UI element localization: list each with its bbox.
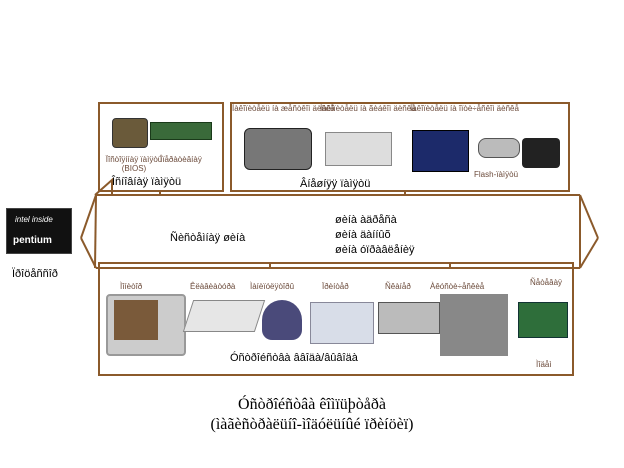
printer-image [310,302,374,344]
intel-logo: intel inside [15,215,53,224]
external-memory-box [230,102,570,192]
data-bus-label: øèíà äàííûõ [335,229,391,241]
bios-chip-image [112,118,148,148]
joystick-image [262,300,302,340]
card-reader-image [522,138,560,168]
manipulators-label: Ìàíèïóëÿòîðû [250,282,295,291]
hard-disk-image [244,128,312,170]
control-bus-label: øèíà óïðàâëåíèÿ [335,244,415,256]
speakers-label: Àêóñòè÷åñêèå [430,282,485,291]
monitor-label: Ìîíèòîð [120,282,143,291]
printer-label: Ïðèíòåð [322,282,349,291]
hdd-label: Íàêîïèòåëü íà æåñòêîì äèñêå [232,104,335,113]
main-memory-caption: Îñíîâíàÿ ïàìÿòü [112,176,182,188]
external-memory-caption: Âíåøíÿÿ ïàìÿòü [300,178,371,190]
flash-drive-image [478,138,520,158]
address-bus-label: øèíà àäðåñà [335,214,397,226]
main-memory-box [98,102,224,192]
io-devices-caption: Óñòðîéñòâà ââîäà/âûâîäà [230,352,358,364]
flash-memory-label: Flash-ïàìÿòü [474,170,519,179]
cd-drive-label: Íàêîïèòåëü íà îïòè÷åñêîì äèñêå [410,104,519,113]
monitor-screen [114,300,158,340]
optical-drive-image [412,130,469,172]
diagram-title: Óñòðîéñòâà êîìïüþòåðà [238,396,386,413]
cpu-chip: intel inside pentium [6,208,72,254]
io-devices-box [98,262,574,376]
keyboard-label: Êëàâèàòóðà [190,282,236,291]
network-card-label: Ñåòåâàÿ [530,278,563,287]
bios-label: Ïîñòîÿííàÿ ïàìÿòü (BIOS) [105,155,163,173]
modem-label: Ìîäåì [536,360,552,369]
scanner-image [378,302,440,334]
system-bus-label: Ñèñòåìíàÿ øèíà [170,232,246,244]
ram-label: Îïåðàòèâíàÿ [160,155,202,164]
fdd-label: Íàêîïèòåëü íà ãèáêîì äèñêå [320,104,416,113]
pentium-logo: pentium [13,235,52,246]
network-card-image [518,302,568,338]
scanner-label: Ñêàíåð [385,282,411,291]
keyboard-image [182,300,266,332]
ram-module-image [150,122,212,140]
diagram-subtitle: (ìàãèñòðàëüíî-ìîäóëüíûé ïðèíöèï) [210,416,414,433]
cpu-label: Ïðîöåññîð [12,268,58,280]
speaker-image [440,294,508,356]
floppy-drive-image [325,132,392,166]
